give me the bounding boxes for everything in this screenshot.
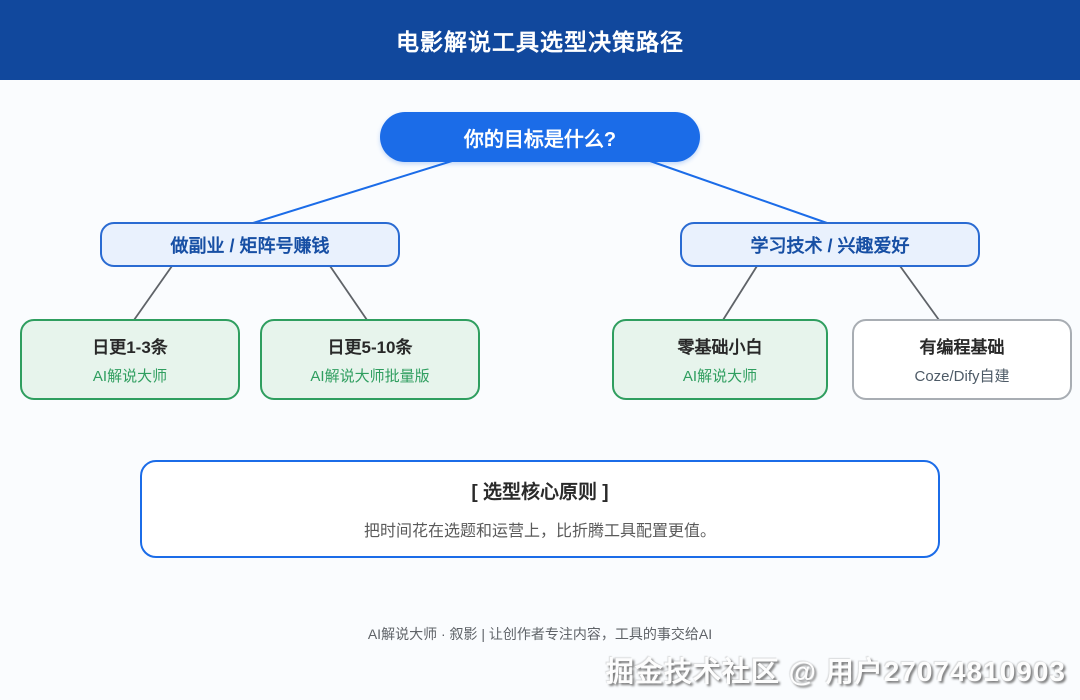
- watermark-text: 掘金技术社区 @ 用户27074810903: [605, 656, 1066, 687]
- branch-node-learning-hobby: 学习技术 / 兴趣爱好: [680, 222, 980, 267]
- root-question-label: 你的目标是什么?: [463, 128, 617, 151]
- branch-label: 做副业 / 矩阵号赚钱: [170, 235, 330, 256]
- leaf-recommendation: AI解说大师: [682, 368, 758, 385]
- connector-root-to-branch-left: [252, 160, 453, 224]
- leaf-node-beginner: 零基础小白 AI解说大师: [612, 319, 828, 400]
- leaf-node-daily-1-3: 日更1-3条 AI解说大师: [20, 319, 240, 400]
- branch-node-side-hustle: 做副业 / 矩阵号赚钱: [100, 222, 400, 267]
- leaf-title: 日更5-10条: [327, 338, 413, 357]
- leaf-title: 零基础小白: [677, 338, 763, 357]
- leaf-node-programmer: 有编程基础 Coze/Dify自建: [852, 319, 1072, 400]
- leaf-recommendation: Coze/Dify自建: [914, 368, 1010, 385]
- leaf-node-daily-5-10: 日更5-10条 AI解说大师批量版: [260, 319, 480, 400]
- leaf-title: 有编程基础: [919, 338, 1005, 357]
- page-title: 电影解说工具选型决策路径: [396, 29, 684, 55]
- connector-branchleft-to-leaf1: [133, 265, 173, 321]
- connector-branchleft-to-leaf2: [329, 265, 368, 321]
- core-principle-box: [ 选型核心原则 ] 把时间花在选题和运营上，比折腾工具配置更值。: [140, 460, 940, 558]
- connector-root-to-branch-right: [649, 160, 828, 224]
- leaf-recommendation: AI解说大师批量版: [310, 368, 430, 385]
- connector-branchright-to-leaf4: [899, 265, 940, 321]
- core-principle-body: 把时间花在选题和运营上，比折腾工具配置更值。: [363, 523, 716, 540]
- branch-label: 学习技术 / 兴趣爱好: [750, 235, 910, 256]
- header-bar: 电影解说工具选型决策路径: [0, 0, 1080, 80]
- root-question-node: 你的目标是什么?: [380, 112, 700, 162]
- footer-tagline: AI解说大师 · 叙影 | 让创作者专注内容，工具的事交给AI: [367, 626, 713, 642]
- connector-branchright-to-leaf3: [722, 265, 758, 321]
- leaf-recommendation: AI解说大师: [92, 368, 168, 385]
- core-principle-title: [ 选型核心原则 ]: [471, 482, 609, 503]
- leaf-title: 日更1-3条: [92, 338, 168, 357]
